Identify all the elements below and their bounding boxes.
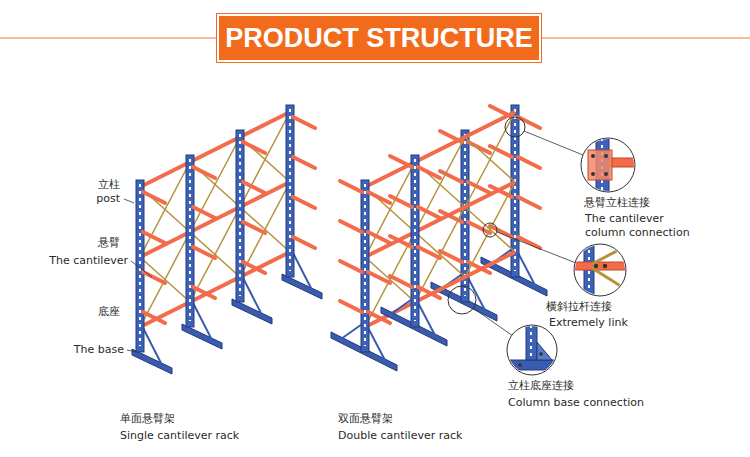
rack-drawing-part — [591, 154, 595, 158]
rack-drawing-part — [588, 150, 612, 180]
part-label: post — [96, 192, 120, 206]
rack-drawing-part — [609, 158, 643, 167]
rack-drawing-part — [127, 350, 137, 352]
detail-label: 横斜拉杆连接 — [546, 300, 612, 314]
rack-drawing-part — [448, 286, 476, 314]
rack-drawing-part — [131, 261, 152, 277]
detail-label: 立柱底座连接 — [508, 379, 574, 393]
rack-drawing-part — [483, 223, 497, 237]
rack-drawing-part — [604, 172, 608, 176]
rack-drawing-part — [524, 131, 583, 155]
rack-drawing-part — [507, 325, 557, 375]
rack-drawing-part — [504, 360, 562, 370]
rack-drawing-part — [539, 352, 543, 356]
rack-drawing-part — [132, 180, 172, 374]
rack-drawing-part — [581, 138, 635, 192]
rack-drawing-part — [570, 262, 630, 270]
part-label: 悬臂 — [98, 236, 120, 250]
rack-drawing-part — [124, 199, 134, 203]
rack-drawing-part — [473, 308, 513, 336]
rack-drawing-part — [497, 232, 576, 263]
part-label: 底座 — [98, 305, 120, 319]
detail-link — [570, 240, 630, 300]
part-label: The base — [74, 343, 124, 357]
rack-drawing-part — [232, 130, 272, 324]
rack-drawing-part — [603, 264, 607, 268]
rack-caption: 双面悬臂架 — [338, 412, 393, 426]
rack-drawing-part — [431, 130, 497, 321]
rack-drawing-part — [282, 105, 322, 299]
rack-drawing-part — [574, 244, 626, 296]
title-banner: PRODUCT STRUCTURE — [217, 14, 541, 62]
rack-drawing-part — [518, 363, 522, 367]
rack-caption: Double cantilever rack — [338, 429, 462, 443]
callout-circles — [448, 117, 525, 314]
rack-drawing-part — [537, 342, 552, 360]
rack-drawing-part — [594, 264, 598, 268]
rack-drawing-part — [331, 180, 397, 371]
rack-caption: Single cantilever rack — [120, 429, 239, 443]
part-label: 立柱 — [98, 178, 120, 192]
detail-label: 悬臂立柱连接 — [584, 196, 650, 210]
rack-drawing-part — [505, 117, 525, 137]
part-label: The cantilever — [49, 254, 128, 268]
rack-drawing-part — [526, 322, 537, 360]
detail-label: Column base connection — [508, 396, 644, 410]
leader-lines — [124, 131, 583, 352]
rack-drawing-part — [381, 155, 447, 346]
rack-caption: 单面悬臂架 — [120, 412, 175, 426]
detail-label: Extremely link — [549, 316, 628, 330]
detail-label: The cantilever column connection — [585, 212, 705, 240]
rack-drawing-part — [481, 105, 547, 296]
rack-drawing-part — [604, 154, 608, 158]
rack-drawing-part — [182, 155, 222, 349]
rack-drawing-part — [530, 325, 532, 357]
rack-drawing-part — [591, 172, 595, 176]
